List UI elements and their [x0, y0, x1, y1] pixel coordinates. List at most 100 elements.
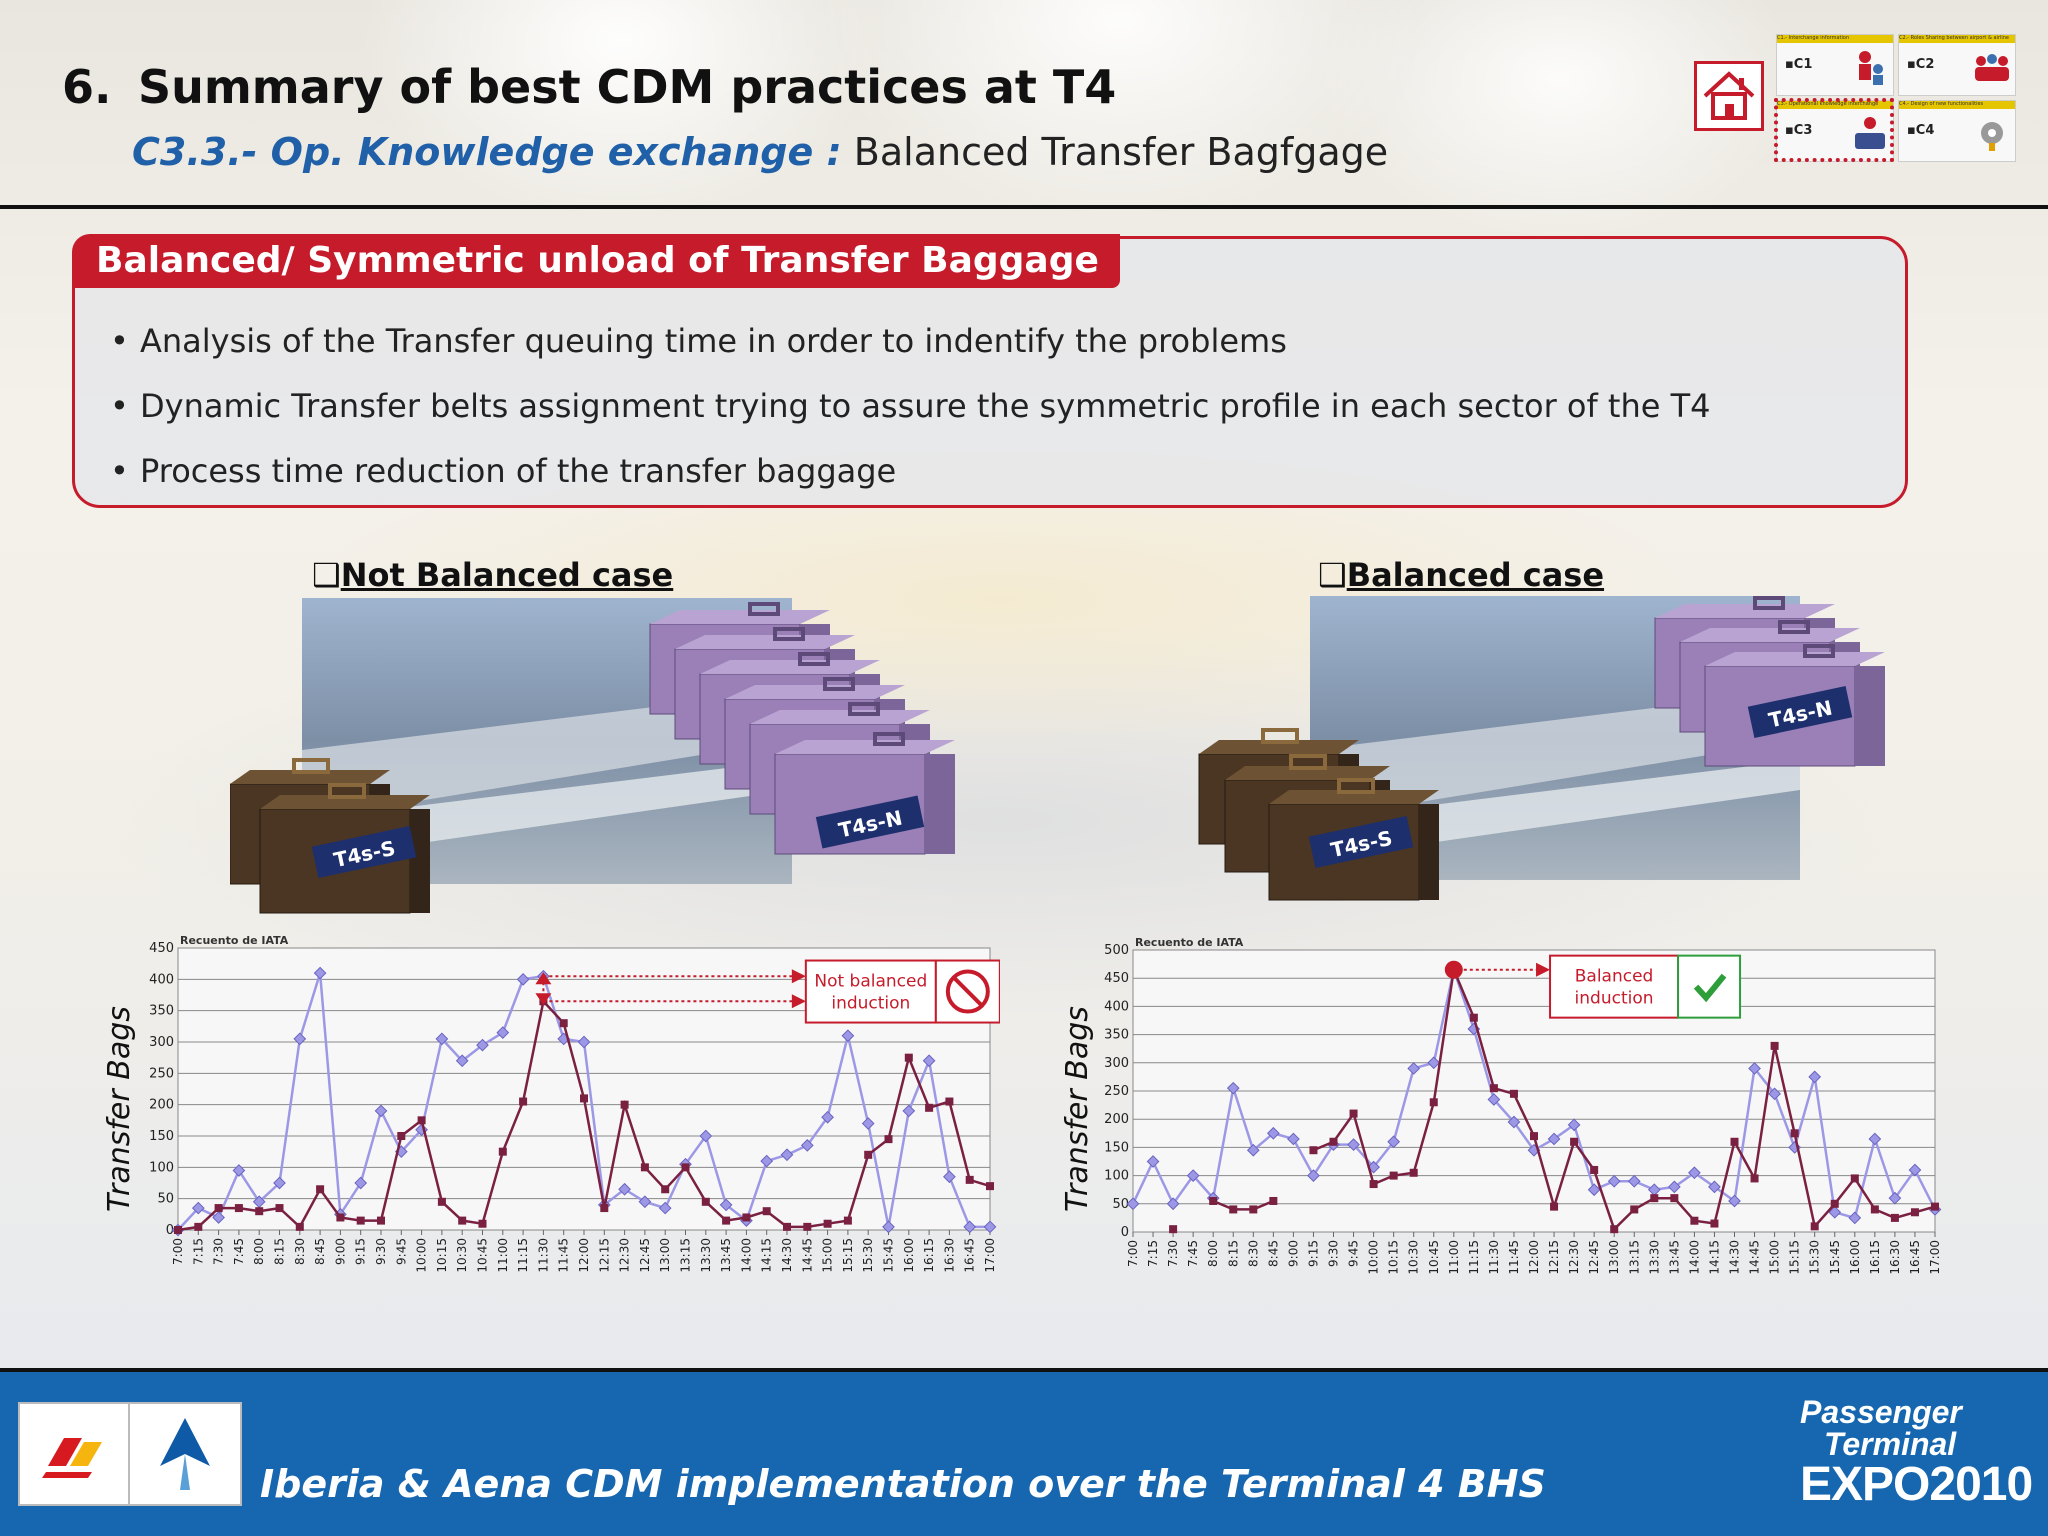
nav-cell-c2[interactable]: C2.- Roles Sharing between airport & air…	[1898, 34, 2016, 96]
data-point	[1808, 1070, 1822, 1084]
data-point	[356, 1216, 365, 1225]
data-point	[701, 1197, 710, 1206]
home-button[interactable]	[1694, 61, 1764, 131]
x-tick-label: 11:45	[1507, 1240, 1521, 1275]
data-point	[1848, 1211, 1862, 1225]
data-point	[1910, 1208, 1919, 1217]
bullet-item: •Analysis of the Transfer queuing time i…	[110, 322, 1287, 360]
data-point	[699, 1129, 713, 1143]
chart-title: Recuento de IATA	[180, 934, 289, 947]
data-point	[943, 1170, 956, 1184]
data-point	[496, 1026, 510, 1039]
nav-cell-c1[interactable]: C1.- Interchange information ▪C1	[1776, 34, 1894, 96]
data-point	[1567, 1118, 1581, 1132]
x-tick-label: 12:30	[618, 1238, 632, 1273]
x-tick-label: 10:30	[1407, 1240, 1421, 1275]
nav-cell-c4[interactable]: C4.- Design of new functionalities ▪C4	[1898, 100, 2016, 162]
info-box-tab	[72, 234, 1120, 288]
data-point	[1509, 1089, 1518, 1098]
data-point	[925, 1103, 934, 1112]
case-heading-right: ❑Balanced case	[1318, 556, 1604, 594]
data-point	[1708, 1180, 1721, 1194]
y-tick-label: 300	[1104, 1056, 1129, 1071]
page-subtitle: C3.3.- Op. Knowledge exchange : Balanced…	[132, 130, 1388, 174]
north-suitcases: T4s-N	[649, 602, 955, 855]
data-point	[1830, 1199, 1839, 1208]
data-point	[1688, 1166, 1701, 1180]
data-point	[295, 1222, 304, 1231]
y-tick-label: 150	[1104, 1140, 1129, 1155]
x-tick-label: 8:45	[1266, 1240, 1280, 1267]
data-point	[519, 1097, 528, 1106]
subtitle-lead: C3.3.- Op. Knowledge exchange :	[132, 130, 842, 174]
data-point	[1748, 1062, 1761, 1075]
data-point	[1347, 1138, 1360, 1151]
footer-text: Iberia & Aena CDM implementation over th…	[260, 1462, 1546, 1506]
data-point	[191, 1201, 205, 1215]
data-point	[1790, 1129, 1799, 1138]
x-tick-label: 7:15	[1146, 1240, 1160, 1267]
x-tick-label: 7:45	[232, 1238, 246, 1265]
data-point	[1487, 1093, 1501, 1106]
data-point	[823, 1219, 832, 1228]
x-tick-label: 8:00	[1206, 1240, 1220, 1267]
data-point	[618, 1182, 631, 1196]
data-point	[722, 1216, 731, 1225]
y-tick-label: 0	[166, 1223, 174, 1238]
data-point	[783, 1222, 791, 1231]
data-point	[212, 1211, 225, 1224]
y-tick-label: 100	[149, 1160, 174, 1175]
data-point	[965, 1175, 974, 1184]
x-tick-label: 15:45	[1828, 1240, 1842, 1275]
info-box-title: Balanced/ Symmetric unload of Transfer B…	[96, 240, 1099, 281]
x-tick-label: 11:15	[1467, 1240, 1481, 1275]
y-tick-label: 300	[149, 1035, 174, 1050]
data-point	[902, 1104, 916, 1118]
data-point	[455, 1054, 469, 1068]
data-point	[1667, 1180, 1681, 1194]
data-point	[1931, 1202, 1939, 1211]
data-point	[1269, 1196, 1278, 1205]
data-point	[1870, 1205, 1879, 1214]
data-point	[800, 1139, 814, 1152]
x-tick-label: 9:30	[1327, 1240, 1341, 1267]
data-point	[1890, 1213, 1899, 1222]
checkbox-icon: ❑	[1318, 556, 1347, 594]
data-point	[922, 1054, 936, 1068]
checkbox-icon: ❑	[312, 556, 341, 594]
nav-header-c3: C3.- Operational knowledge interchange	[1777, 101, 1893, 109]
x-tick-label: 13:30	[699, 1238, 713, 1273]
data-point	[963, 1220, 977, 1234]
data-point	[841, 1029, 855, 1043]
data-point	[1610, 1225, 1619, 1234]
case-heading-left: ❑Not Balanced case	[312, 556, 673, 594]
no-entry-icon-bar	[952, 976, 984, 1007]
x-tick-label: 16:45	[963, 1238, 977, 1273]
south-suitcases: T4s-S	[230, 758, 430, 914]
data-point	[417, 1116, 426, 1125]
data-point	[1690, 1216, 1699, 1225]
nav-label-c4: ▪C4	[1907, 123, 1935, 138]
data-point	[1166, 1197, 1180, 1211]
annotation-icon-box	[1677, 954, 1742, 1019]
x-tick-label: 7:00	[1126, 1240, 1140, 1267]
annotation-arrow	[791, 994, 806, 1009]
y-tick-label: 400	[149, 972, 174, 987]
x-tick-label: 16:00	[902, 1238, 916, 1273]
x-tick-label: 10:30	[455, 1238, 469, 1273]
footer-divider	[0, 1368, 2048, 1372]
x-tick-label: 16:15	[922, 1238, 936, 1273]
data-point	[1329, 1137, 1338, 1146]
y-axis-label-right: Transfer Bags	[1060, 1006, 1095, 1212]
data-point	[1810, 1222, 1819, 1231]
y-tick-label: 50	[157, 1192, 174, 1207]
x-tick-label: 12:00	[1527, 1240, 1541, 1275]
x-tick-label: 9:45	[394, 1238, 408, 1265]
x-tick-label: 15:30	[861, 1238, 875, 1273]
data-point	[580, 1094, 588, 1103]
chart-title: Recuento de IATA	[1135, 936, 1244, 949]
nav-cell-c3[interactable]: C3.- Operational knowledge interchange ▪…	[1776, 100, 1894, 162]
group-icon	[1975, 54, 2009, 81]
data-point	[437, 1197, 446, 1206]
x-tick-label: 10:15	[1387, 1240, 1401, 1275]
